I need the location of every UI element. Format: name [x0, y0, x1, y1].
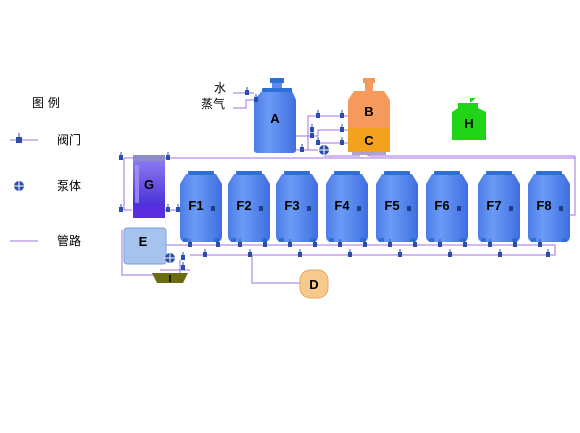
valve-icon	[438, 239, 442, 247]
valve-icon	[340, 137, 344, 145]
valve-icon	[340, 110, 344, 118]
valve-icon	[181, 252, 185, 260]
fermenter-f5: F5	[376, 171, 418, 242]
valve-icon	[300, 144, 304, 152]
valve-icon	[188, 239, 192, 247]
fermenter-label: F4	[334, 198, 350, 213]
valve-icon	[388, 239, 392, 247]
valve-icon	[398, 249, 402, 257]
fermenter-label: F3	[284, 198, 299, 213]
fermenter-label: F2	[236, 198, 251, 213]
valve-icon	[316, 110, 320, 118]
tank-d-label: D	[309, 277, 318, 292]
fermenter-label: F1	[188, 198, 203, 213]
legend-pump-icon	[12, 179, 26, 193]
valve-icon	[457, 206, 461, 211]
valve-icon	[119, 204, 123, 212]
valve-icon	[119, 152, 123, 160]
legend-pipe-label: 管路	[57, 233, 81, 248]
tank-i-label: I	[169, 274, 172, 285]
fermenter-label: F7	[486, 198, 501, 213]
fermenter-f4: F4	[326, 171, 368, 242]
tank-a-label: A	[270, 111, 280, 126]
inlet-water-label: 水	[214, 81, 226, 95]
tank-h: H	[452, 98, 486, 140]
fermenter-row: F1 F2 F3 F4 F5 F6 F7 F8	[180, 171, 570, 242]
tank-g: G	[133, 155, 165, 218]
valve-icon	[238, 239, 242, 247]
valve-icon	[307, 206, 311, 211]
valve-icon	[546, 249, 550, 257]
legend-pump-label: 泵体	[57, 179, 81, 193]
valve-icon	[509, 206, 513, 211]
fermenter-f1: F1	[180, 171, 222, 242]
valve-icon	[313, 239, 317, 247]
valve-icon	[288, 239, 292, 247]
fermenter-label: F8	[536, 198, 551, 213]
tank-a: A	[254, 78, 296, 153]
tank-d: D	[299, 269, 329, 299]
valve-icon	[463, 239, 467, 247]
valve-icon	[488, 239, 492, 247]
valve-icon	[166, 152, 170, 160]
valve-icon	[298, 249, 302, 257]
valve-icon	[513, 239, 517, 247]
tank-e-label: E	[139, 234, 148, 249]
valve-icon	[357, 206, 361, 211]
valve-icon	[338, 239, 342, 247]
tank-c-label: C	[364, 133, 374, 148]
tank-g-label: G	[144, 177, 154, 192]
fermenter-label: F6	[434, 198, 449, 213]
fermenter-f3: F3	[276, 171, 318, 242]
valve-icon	[538, 239, 542, 247]
valve-icon	[340, 124, 344, 132]
valve-icon	[203, 249, 207, 257]
valve-icon	[263, 239, 267, 247]
valve-icon	[407, 206, 411, 211]
tank-e: E	[123, 227, 167, 265]
valve-icon	[254, 94, 258, 102]
valve-icon	[316, 137, 320, 145]
valve-icon	[310, 124, 314, 132]
valve-icon	[166, 204, 170, 212]
fermenter-f7: F7	[478, 171, 520, 242]
valve-icon	[498, 249, 502, 257]
valve-icon	[448, 249, 452, 257]
pump-icon	[164, 252, 176, 264]
tank-b-label: B	[364, 104, 373, 119]
pump-icon	[318, 144, 330, 156]
legend-valve-icon	[10, 133, 38, 143]
valve-icon	[176, 204, 180, 212]
valve-icon	[248, 249, 252, 257]
legend-title: 图 例	[32, 96, 60, 110]
valve-icon	[348, 249, 352, 257]
fermenter-label: F5	[384, 198, 399, 213]
tank-bc: B C	[348, 78, 390, 155]
valve-group	[119, 87, 550, 270]
valve-icon	[559, 206, 563, 211]
valve-icon	[259, 206, 263, 211]
valve-icon	[363, 239, 367, 247]
valve-icon	[245, 87, 249, 95]
legend-valve-label: 阀门	[57, 132, 81, 147]
legend: 图 例 阀门 泵体 管路	[10, 96, 81, 248]
inlet-steam-label: 蒸气	[201, 96, 225, 111]
fermenter-f2: F2	[228, 171, 270, 242]
valve-icon	[413, 239, 417, 247]
valve-icon	[181, 262, 185, 270]
tank-h-label: H	[464, 116, 473, 131]
tank-i: I	[152, 273, 188, 285]
fermenter-f8: F8	[528, 171, 570, 242]
valve-icon	[216, 239, 220, 247]
fermenter-f6: F6	[426, 171, 468, 242]
valve-icon	[211, 206, 215, 211]
